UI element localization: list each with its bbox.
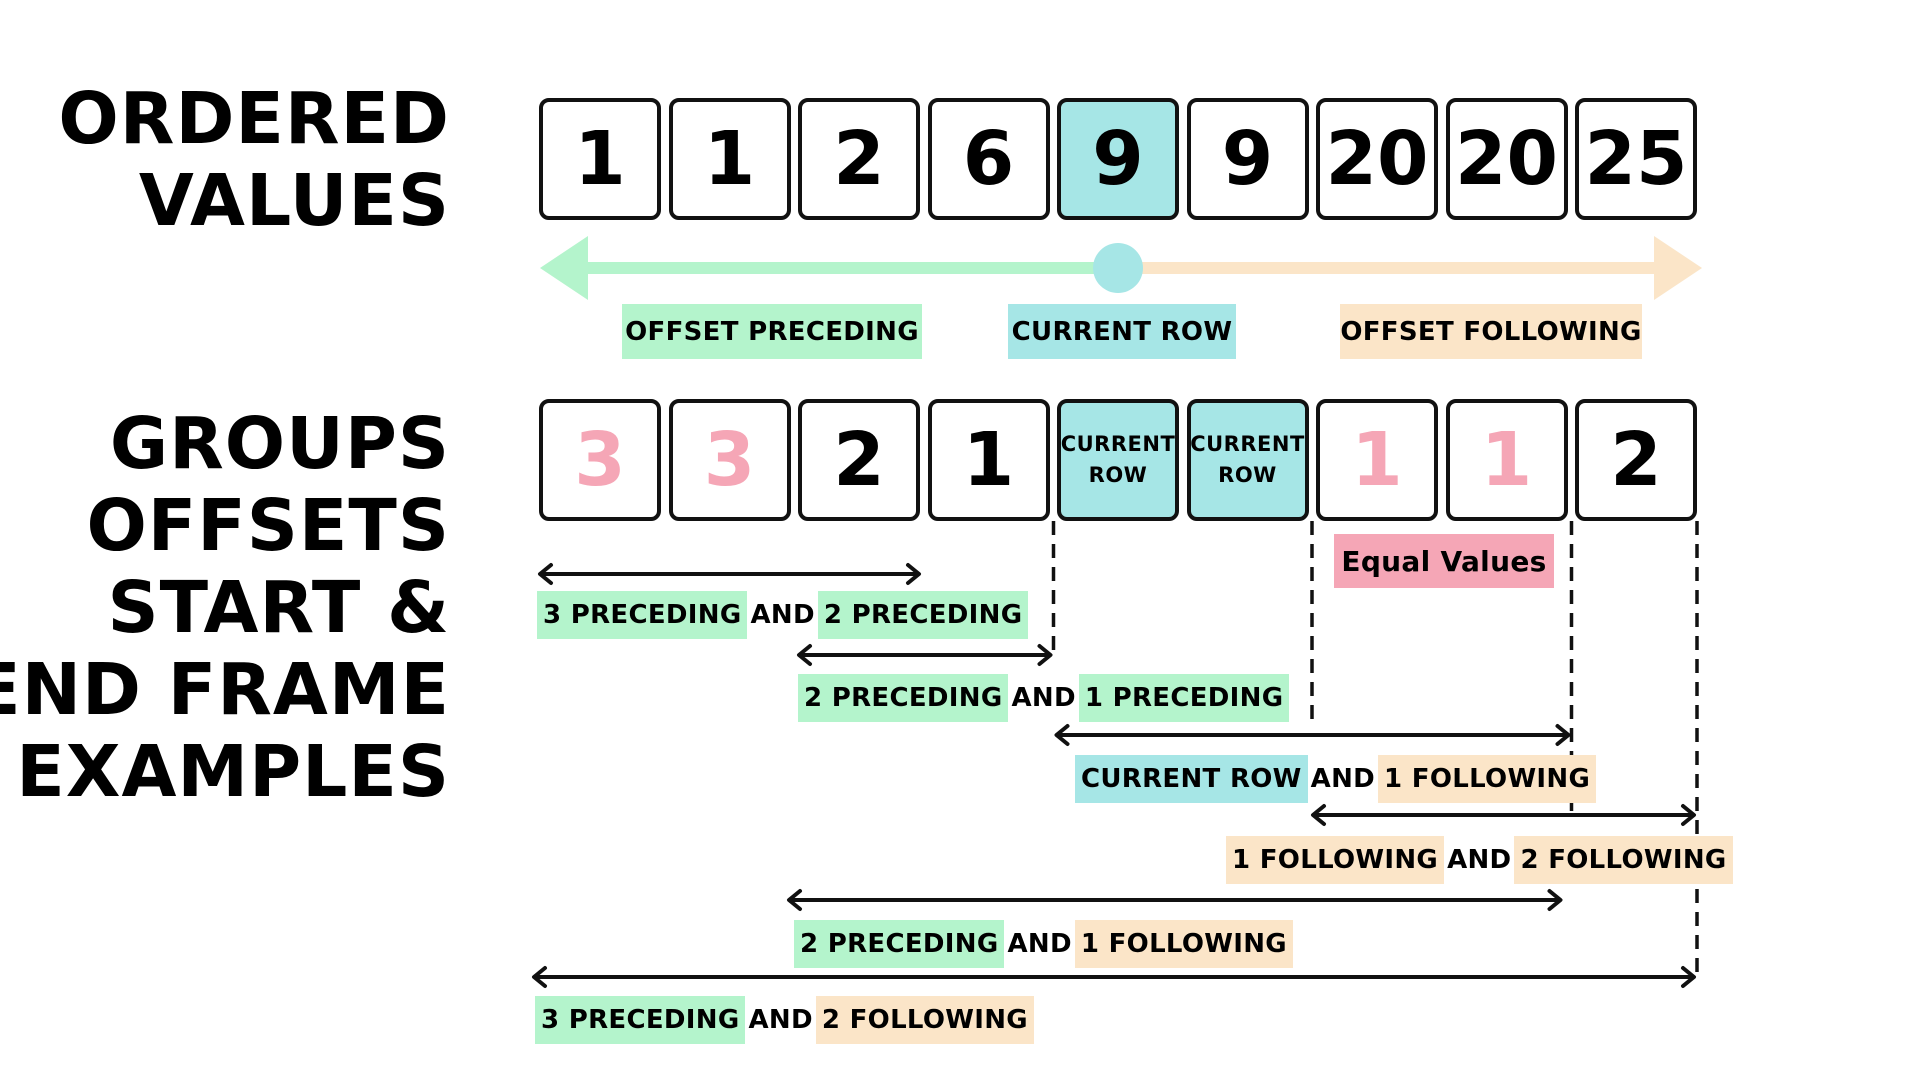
ordered-title-line-2: VALUES (138, 159, 450, 242)
offset-following-label: OFFSET FOLLOWING (1340, 304, 1642, 359)
frame-end-label: 1 PRECEDING (1078, 674, 1290, 722)
current-row-word: ROW (1218, 463, 1277, 487)
frame-and-label: AND (1310, 764, 1376, 794)
frame-arrow-2-right-head (1037, 644, 1053, 666)
frame-end-label: 2 FOLLOWING (815, 996, 1034, 1044)
frame-arrow-6-left-head (532, 966, 547, 988)
ordered-value-cell: 1 (668, 98, 791, 220)
frame-end-label: 2 FOLLOWING (1514, 836, 1733, 884)
frame-end-label: 1 FOLLOWING (1378, 755, 1597, 803)
groups-title-line-3: START & (107, 566, 450, 649)
preceding-arrowhead (540, 236, 588, 300)
ordered-value-cell: 2 (798, 98, 920, 220)
frame-end-label: 2 PRECEDING (817, 591, 1029, 639)
ordered-value-cell: 1 (539, 98, 661, 220)
groups-title-line-1: GROUPS (109, 402, 450, 485)
current-row-marker (1093, 243, 1143, 293)
frame-arrow-3-right-head (1555, 724, 1571, 746)
frame-arrow-1-right-head (906, 563, 921, 585)
groups-title-line-5: EXAMPLES (16, 730, 450, 813)
frame-arrow-2-left-head (797, 644, 812, 666)
frame-start-label: 2 PRECEDING (798, 674, 1009, 722)
equal-values-label: Equal Values (1334, 534, 1554, 588)
ordered-value-cell: 6 (927, 98, 1050, 220)
frame-and-label: AND (748, 1005, 813, 1035)
group-offset-cell: 3 (668, 399, 791, 521)
frame-arrow-5-left-head (787, 889, 802, 911)
frame-and-label: AND (1011, 683, 1076, 713)
frame-end-label: 1 FOLLOWING (1074, 920, 1293, 968)
frame-start-label: 3 PRECEDING (535, 996, 746, 1044)
group-offset-cell: 1 (1316, 399, 1438, 521)
frame-arrow-3-left-head (1054, 724, 1070, 746)
ordered-value-cell: 9 (1186, 98, 1309, 220)
frame-start-label: 3 PRECEDING (537, 591, 748, 639)
groups-examples-title: GROUPS OFFSETS START & END FRAME EXAMPLE… (0, 403, 450, 813)
group-offset-current-row-cell: CURRENT ROW (1186, 399, 1309, 521)
groups-title-line-4: END FRAME (0, 648, 450, 731)
frame-start-label: 1 FOLLOWING (1226, 836, 1445, 884)
frame-and-label: AND (1007, 929, 1072, 959)
following-arrowhead (1654, 236, 1702, 300)
offset-preceding-label: OFFSET PRECEDING (622, 304, 922, 359)
frame-arrow-4-left-head (1311, 804, 1326, 826)
frame-start-label: CURRENT ROW (1075, 755, 1308, 803)
groups-title-line-2: OFFSETS (86, 484, 450, 567)
frame-arrow-5-right-head (1547, 889, 1563, 911)
ordered-value-cell: 9 (1057, 98, 1179, 220)
current-row-word: CURRENT (1060, 432, 1176, 456)
group-offset-current-row-cell: CURRENT ROW (1057, 399, 1179, 521)
ordered-values-title: ORDERED VALUES (58, 78, 450, 242)
frame-and-label: AND (750, 600, 815, 630)
ordered-value-cell: 20 (1445, 98, 1568, 220)
ordered-title-line-1: ORDERED (58, 77, 450, 160)
group-offset-cell: 2 (1575, 399, 1697, 521)
current-row-label: CURRENT ROW (1008, 304, 1236, 359)
current-row-word: ROW (1088, 463, 1148, 487)
frame-and-label: AND (1447, 845, 1512, 875)
frame-arrow-1-left-head (538, 563, 553, 585)
frame-arrow-4-right-head (1681, 804, 1696, 826)
group-offset-cell: 1 (1445, 399, 1568, 521)
group-offset-cell: 1 (927, 399, 1050, 521)
ordered-value-cell: 20 (1316, 98, 1438, 220)
current-row-word: CURRENT (1190, 432, 1305, 456)
group-offset-cell: 2 (798, 399, 920, 521)
frame-arrow-6-right-head (1681, 966, 1696, 988)
ordered-value-cell: 25 (1575, 98, 1697, 220)
frame-start-label: 2 PRECEDING (794, 920, 1005, 968)
group-offset-cell: 3 (539, 399, 661, 521)
